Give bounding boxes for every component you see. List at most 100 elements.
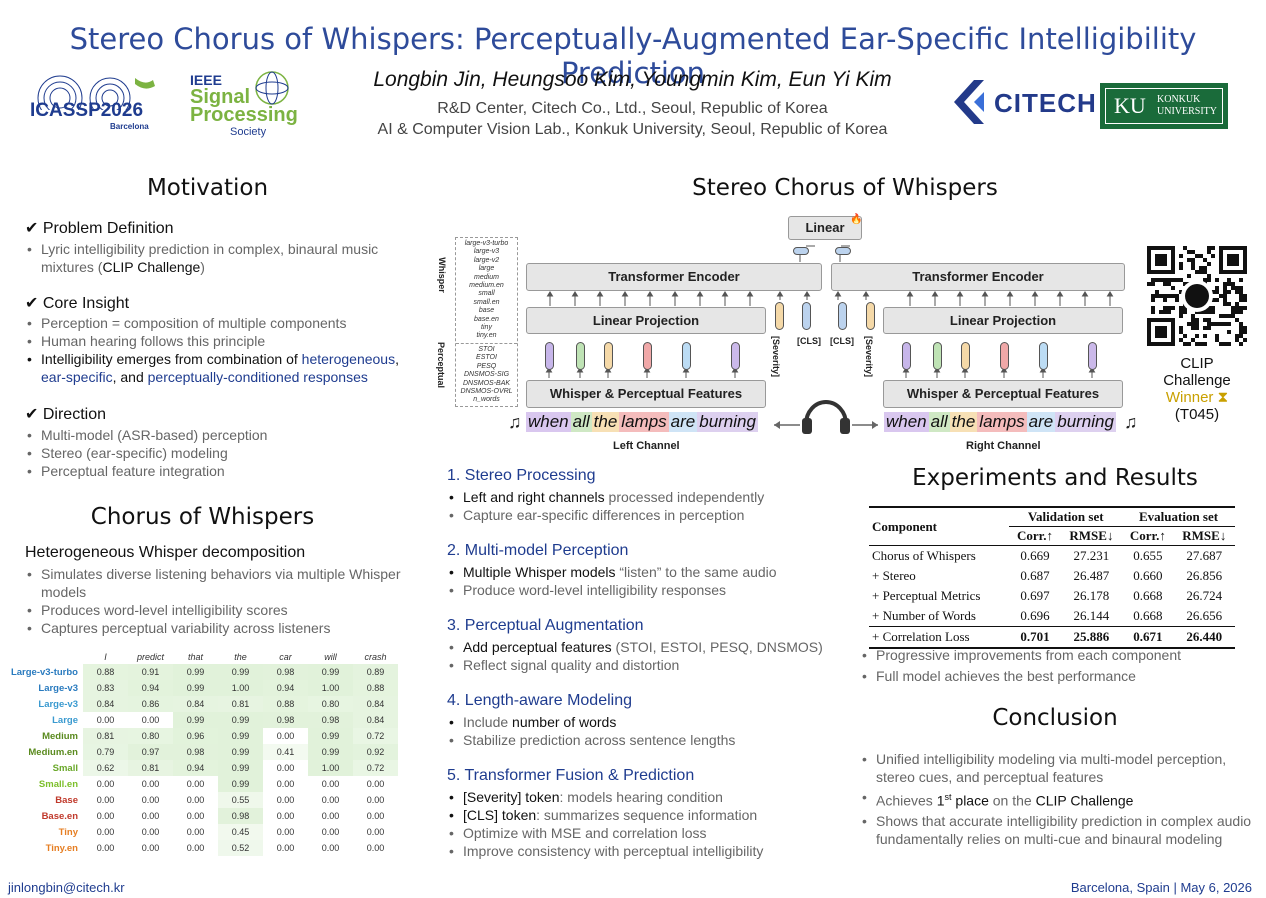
insight-list: Perception = composition of multiple com… xyxy=(25,314,420,386)
heatmap-cell: 1.00 xyxy=(308,680,353,696)
list-item: Progressive improvements from each compo… xyxy=(860,646,1250,664)
heatmap-row-label: Small xyxy=(52,762,78,774)
heatmap-cell: 0.99 xyxy=(218,728,263,744)
clip-line2: Challenge xyxy=(1163,372,1231,389)
lyric-word: burning xyxy=(697,412,758,432)
rmse-header: RMSE↓ xyxy=(1069,528,1114,543)
list-item: Add perceptual features (STOI, ESTOI, PE… xyxy=(447,638,847,656)
lyric-word: all xyxy=(928,412,950,432)
right-linear-projection: Linear Projection xyxy=(883,307,1123,334)
list-item: Left and right channels processed indepe… xyxy=(447,488,847,506)
validation-header: Validation set xyxy=(1009,507,1123,527)
feature-token xyxy=(731,342,740,370)
feature-token xyxy=(576,342,585,370)
feature-token xyxy=(933,342,942,370)
citech-mark-icon xyxy=(954,80,984,124)
perceptual-metric-item: ESTOI xyxy=(476,354,497,362)
heatmap-cell: 0.86 xyxy=(128,696,173,712)
arrow-head xyxy=(906,291,914,297)
heatmap-row-label: Medium xyxy=(42,730,78,742)
affiliation-2: AI & Computer Vision Lab., Konkuk Univer… xyxy=(377,121,888,138)
heatmap-cell: 0.00 xyxy=(263,792,308,808)
step5-title: 5. Transformer Fusion & Prediction xyxy=(447,767,695,784)
icassp-logo: ICASSP2026 Barcelona xyxy=(30,70,160,132)
heatmap-cell: 0.84 xyxy=(353,696,398,712)
arrow-head xyxy=(1031,291,1039,297)
heatmap-row-label: Tiny xyxy=(58,826,78,838)
heatmap-cell: 0.00 xyxy=(353,824,398,840)
left-transformer-encoder: Transformer Encoder xyxy=(526,263,822,291)
list-item: Captures perceptual variability across l… xyxy=(25,619,420,637)
metric-cell: 0.669 xyxy=(1020,548,1050,563)
arrow-head xyxy=(596,291,604,297)
heatmap-cell: 0.81 xyxy=(83,728,128,744)
arrow-head xyxy=(834,291,842,297)
left-channel-label: Left Channel xyxy=(613,440,680,452)
heatmap-cell: 0.00 xyxy=(263,776,308,792)
ku-text: KU xyxy=(1114,93,1146,118)
heatmap-col-header: car xyxy=(279,652,292,662)
heatmap-cell: 0.72 xyxy=(353,760,398,776)
metric-cell: 26.656 xyxy=(1186,608,1223,623)
whisper-model-item: small xyxy=(478,290,495,298)
whisper-model-item: tiny.en xyxy=(476,332,497,340)
arrow-head xyxy=(545,367,553,373)
heatmap-cell: 0.00 xyxy=(173,776,218,792)
heatmap-cell: 0.92 xyxy=(353,744,398,760)
processing-text: Processing xyxy=(190,104,298,126)
right-transformer-encoder: Transformer Encoder xyxy=(831,263,1125,291)
right-feature-extractor: Whisper & Perceptual Features xyxy=(883,380,1123,408)
component-cell: + Correlation Loss xyxy=(872,629,970,644)
list-item: [CLS] token: summarizes sequence informa… xyxy=(447,806,847,824)
heatmap-cell: 0.00 xyxy=(308,792,353,808)
lyric-word: are xyxy=(668,412,698,432)
heatmap-cell: 0.94 xyxy=(173,760,218,776)
heatmap-cell: 0.00 xyxy=(83,824,128,840)
arrow-head xyxy=(956,291,964,297)
arrow-head xyxy=(682,367,690,373)
heatmap-cell: 0.88 xyxy=(83,664,128,680)
heatmap-cell: 0.00 xyxy=(128,776,173,792)
left-feature-extractor: Whisper & Perceptual Features xyxy=(526,380,766,408)
side-labels: Whisper Perceptual xyxy=(436,240,454,400)
heatmap-cell: 0.62 xyxy=(83,760,128,776)
heatmap-cell: 0.83 xyxy=(83,680,128,696)
heatmap-cell: 0.99 xyxy=(173,712,218,728)
clip-line1: CLIP xyxy=(1180,355,1214,372)
heatmap-cell: 0.00 xyxy=(353,840,398,856)
results-list: Progressive improvements from each compo… xyxy=(860,646,1250,685)
heatmap-cell: 0.80 xyxy=(128,728,173,744)
metric-cell: 26.487 xyxy=(1073,568,1110,583)
footer-email[interactable]: jinlongbin@citech.kr xyxy=(8,880,125,895)
arrow-head xyxy=(931,291,939,297)
heatmap-cell: 0.00 xyxy=(173,824,218,840)
heatmap-cell: 1.00 xyxy=(308,760,353,776)
heatmap-cell: 0.72 xyxy=(353,728,398,744)
heatmap-cell: 0.98 xyxy=(218,808,263,824)
whisper-model-item: large xyxy=(478,265,495,273)
heatmap-cell: 0.00 xyxy=(308,776,353,792)
metric-cell: 27.231 xyxy=(1073,548,1110,563)
heatmap-cell: 0.52 xyxy=(218,840,263,856)
right-channel-label: Right Channel xyxy=(966,440,1041,452)
arrow-head xyxy=(646,291,654,297)
qr-code-icon[interactable] xyxy=(1147,246,1247,346)
heatmap-cell: 0.89 xyxy=(353,664,398,680)
heatmap-cell: 0.00 xyxy=(353,776,398,792)
whisper-model-item: base.en xyxy=(474,315,499,323)
ieee-text: IEEE xyxy=(190,72,222,88)
arrow-head xyxy=(862,291,870,297)
left-severity-token xyxy=(775,302,784,330)
heatmap-cell: 0.00 xyxy=(353,808,398,824)
heatmap-cell: 0.00 xyxy=(128,824,173,840)
results-heading: Experiments and Results xyxy=(912,465,1198,491)
list-item: Stereo (ear-specific) modeling xyxy=(25,444,415,462)
heatmap-cell: 0.00 xyxy=(263,760,308,776)
